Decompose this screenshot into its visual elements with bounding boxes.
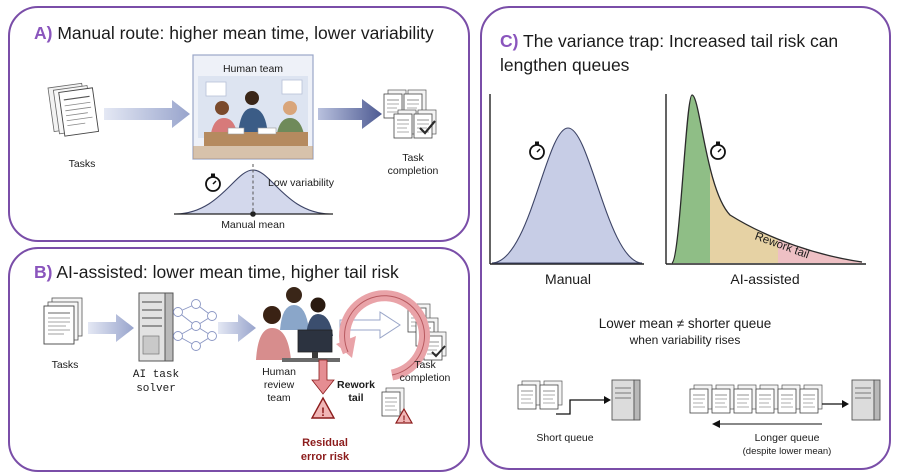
review-line-1: Human (262, 366, 296, 378)
neural-network-icon (173, 299, 217, 351)
svg-text:!: ! (403, 414, 406, 424)
rework-line-1: Rework (337, 379, 375, 391)
arrow-to-completion (318, 99, 382, 129)
panel-a-tasks-label: Tasks (68, 158, 96, 170)
panel-c-letter: C) (500, 31, 519, 51)
panel-b-tasks-label: Tasks (51, 359, 79, 371)
review-line-3: team (267, 392, 291, 405)
rework-tail-label: Rework tail (334, 379, 378, 405)
panel-b-title: B) AI-assisted: lower mean time, higher … (34, 261, 399, 285)
ai-solver-line-1: AI task (132, 369, 180, 381)
panel-c-title: C) The variance trap: Increased tail ris… (500, 30, 880, 77)
queue-subline: when variability rises (629, 333, 741, 347)
manual-distribution-curve (174, 164, 333, 217)
risk-line-2: error risk (300, 450, 350, 463)
arrow-to-review (218, 314, 256, 342)
queue-headline: Lower mean ≠ shorter queue (598, 316, 772, 331)
tasks-doc-stack-icon (47, 82, 100, 137)
review-team-illustration (256, 287, 340, 362)
panel-a-completion-label: Task completion (378, 152, 448, 178)
stopwatch-icon (205, 172, 221, 192)
residual-error-risk-label: Residual error risk (290, 437, 360, 465)
panel-b-completion-line-1: Task (414, 359, 436, 371)
short-queue-illustration (517, 379, 641, 421)
panel-a-title: A) Manual route: higher mean time, lower… (34, 22, 434, 46)
long-queue-line-1: Longer queue (754, 432, 820, 444)
review-line-2: review (263, 379, 295, 392)
ai-server-icon (138, 292, 174, 362)
long-queue-line-2: (despite lower mean) (742, 446, 832, 458)
human-team-label: Human team (222, 63, 284, 75)
risk-line-1: Residual (302, 437, 348, 449)
rework-line-2: tail (348, 392, 364, 405)
error-down-arrow (311, 359, 335, 395)
panel-b-letter: B) (34, 262, 53, 282)
ai-task-solver-label: AI task solver (120, 369, 192, 397)
panel-b-title-text: AI-assisted: lower mean time, higher tai… (56, 262, 399, 282)
panel-b-ai-assisted: B) AI-assisted: lower mean time, higher … (8, 247, 470, 472)
svg-text:!: ! (321, 405, 325, 419)
panel-c-title-line-2: lengthen queues (500, 54, 630, 75)
completed-docs-icon-b (407, 303, 447, 361)
manual-distribution-chart (489, 94, 644, 265)
ai-solver-line-2: solver (136, 382, 176, 395)
long-queue-illustration (689, 379, 881, 428)
rework-loop-arrow (336, 290, 430, 381)
completed-docs-icon (383, 89, 437, 139)
human-team-photo (192, 54, 314, 160)
manual-chart-label: Manual (545, 271, 591, 287)
long-queue-label: Longer queue (despite lower mean) (722, 432, 852, 458)
panel-a-letter: A) (34, 23, 53, 43)
arrow-to-ai-solver (88, 314, 134, 342)
low-variability-label: Low variability (268, 177, 334, 189)
panel-c-variance-trap: C) The variance trap: Increased tail ris… (480, 6, 891, 470)
warning-icon: ! (310, 396, 336, 419)
panel-b-completion-label: Task completion (392, 359, 458, 385)
panel-a-title-text: Manual route: higher mean time, lower va… (57, 23, 434, 43)
ai-chart-label: AI-assisted (730, 271, 800, 287)
panel-a-completion-line-1: Task (402, 152, 424, 164)
arrow-to-team (104, 100, 190, 128)
warning-icon-small: ! (394, 407, 414, 424)
panel-a-completion-line-2: completion (387, 165, 439, 178)
panel-c-title-line-1: The variance trap: Increased tail risk c… (523, 31, 839, 51)
short-queue-label: Short queue (536, 432, 594, 444)
panel-b-completion-line-2: completion (399, 372, 451, 385)
manual-mean-label: Manual mean (221, 219, 285, 231)
human-review-team-label: Human review team (246, 366, 312, 405)
